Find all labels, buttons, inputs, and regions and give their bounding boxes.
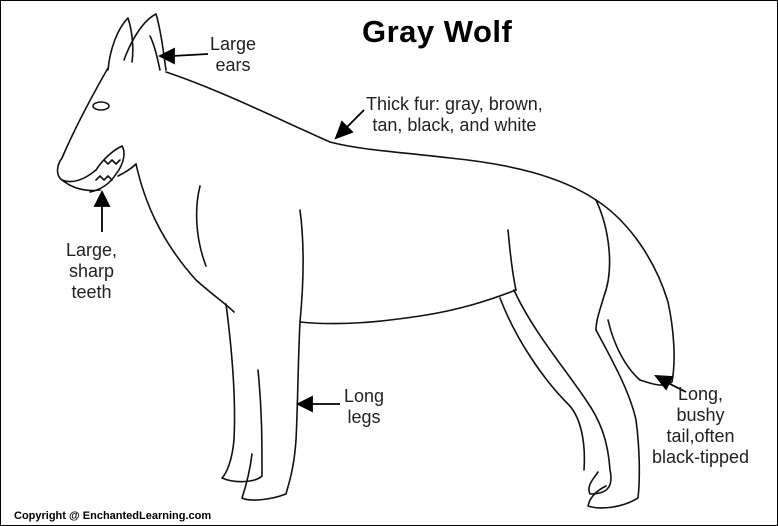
copyright-notice: Copyright @ EnchantedLearning.com xyxy=(14,510,211,522)
wolf-back xyxy=(166,72,596,200)
wolf-hind-inner xyxy=(500,298,584,470)
wolf-ear-back xyxy=(108,18,133,70)
wolf-front-leg-front xyxy=(242,210,303,500)
wolf-mouth xyxy=(90,146,124,192)
wolf-ear-front xyxy=(124,14,166,70)
wolf-rump xyxy=(596,200,610,330)
wolf-front-leg-back xyxy=(222,304,262,482)
wolf-ribline xyxy=(508,230,516,290)
teeth-arrow-head xyxy=(95,192,109,206)
wolf-teeth xyxy=(96,160,120,180)
label-thick-fur: Thick fur: gray, brown, tan, black, and … xyxy=(366,94,543,136)
ears-arrow-line xyxy=(172,54,208,56)
wolf-throat xyxy=(136,164,234,312)
ears-arrow-head xyxy=(160,49,174,63)
label-large-ears: Large ears xyxy=(210,34,256,76)
legs-arrow-head xyxy=(298,397,312,411)
wolf-tail-bottom xyxy=(608,320,640,380)
wolf-eye xyxy=(93,102,109,110)
wolf-belly xyxy=(300,290,516,324)
label-long-legs: Long legs xyxy=(344,386,384,428)
wolf-tail-top xyxy=(596,200,674,385)
wolf-hind-leg-front xyxy=(588,330,639,508)
page-title: Gray Wolf xyxy=(362,14,512,50)
wolf-shoulder xyxy=(197,186,206,266)
label-bushy-tail: Long, bushy tail,often black-tipped xyxy=(652,384,749,468)
fur-arrow-line xyxy=(346,110,364,128)
label-sharp-teeth: Large, sharp teeth xyxy=(66,240,117,303)
wolf-ear-front-inner xyxy=(150,36,160,70)
